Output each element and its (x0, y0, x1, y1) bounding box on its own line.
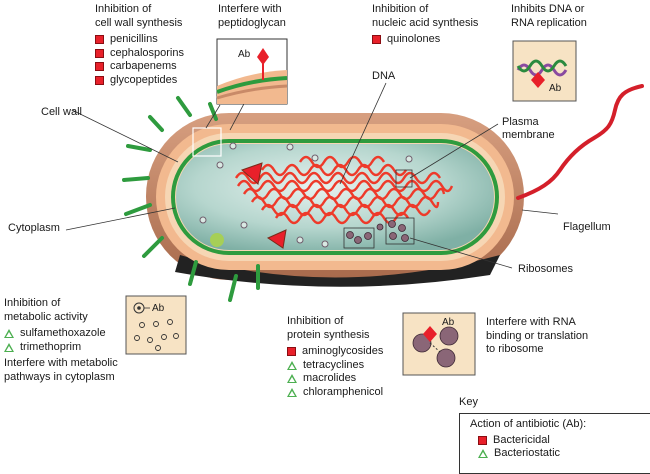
ribosome-box-1 (343, 227, 375, 249)
key-bacteriostatic-label: Bacteriostatic (494, 447, 561, 459)
inset-metabolic (125, 295, 187, 355)
cell-wall-synthesis-block: Inhibition of cell wall synthesis penici… (95, 3, 184, 87)
peptidoglycan-line-2: peptidoglycan (218, 16, 286, 29)
bactericidal-icon (95, 35, 104, 45)
bacteriostatic-icon (4, 329, 14, 339)
key-content: Action of antibiotic (Ab): Bactericidal … (470, 418, 586, 461)
drug-name: aminoglycosides (302, 345, 384, 357)
ribosome-box-2 (385, 217, 415, 245)
membrane-zoom-box (395, 169, 413, 188)
ab-label-peptidoglycan: Ab (238, 49, 251, 60)
rna-binding-block: Interfere with RNA binding or translatio… (486, 316, 588, 357)
drug-name: trimethoprim (20, 340, 82, 353)
metabolic-block: Inhibition of metabolic activity sulfame… (4, 297, 118, 384)
ab-label-dna: Ab (549, 83, 562, 94)
drug-name: carbapenems (110, 60, 177, 72)
drug-name: penicillins (110, 33, 158, 45)
leader-lines (65, 69, 559, 269)
drug-row: cephalosporins (95, 47, 184, 61)
inset-dna-replication (512, 40, 577, 102)
cell-wall-synthesis-title-2: cell wall synthesis (95, 16, 183, 29)
rna-binding-line-2: binding or translation (486, 329, 589, 342)
key-bactericidal-label: Bactericidal (493, 433, 550, 446)
bactericidal-icon (95, 48, 104, 58)
ribosomes-label: Ribosomes (518, 263, 574, 275)
dna-strand (234, 155, 454, 225)
flagellum-label: Flagellum (563, 221, 611, 233)
small-granules (199, 142, 413, 248)
metabolic-title-2: metabolic activity (4, 310, 88, 323)
peptidoglycan-block: Interfere with peptidoglycan (218, 3, 286, 30)
protein-synthesis-title-2: protein synthesis (287, 328, 370, 341)
metabolic-note-1: Interfere with metabolic (4, 357, 118, 369)
bactericidal-icon (95, 62, 104, 72)
key-title: Key (459, 396, 478, 408)
green-granule (210, 233, 224, 247)
inset-peptidoglycan (216, 38, 288, 105)
red-inclusion-1 (241, 162, 263, 185)
bacteriostatic-icon (287, 360, 297, 370)
ribosomes (346, 220, 409, 244)
drug-row: glycopeptides (95, 74, 184, 88)
key-heading: Action of antibiotic (Ab): (470, 418, 587, 430)
bactericidal-icon (478, 435, 487, 445)
protein-synthesis-title-1: Inhibition of (287, 315, 344, 327)
cell-wall-synthesis-title-1: Inhibition of (95, 3, 152, 15)
drug-name: quinolones (387, 33, 441, 45)
rna-binding-line-1: Interfere with RNA (486, 316, 576, 328)
plasma-label-line2: membrane (502, 129, 555, 141)
plasma-membrane (171, 139, 499, 255)
bactericidal-icon (95, 75, 104, 85)
key-box: Action of antibiotic (Ab): Bactericidal … (459, 413, 650, 474)
cell-wall-label: Cell wall (41, 106, 82, 118)
drug-row: tetracyclines (287, 359, 383, 373)
metabolic-title-1: Inhibition of (4, 297, 61, 309)
bacteriostatic-icon (287, 387, 297, 397)
drug-name: glycopeptides (110, 73, 178, 86)
protein-synthesis-block: Inhibition of protein synthesis aminogly… (287, 315, 383, 399)
drug-name: chloramphenicol (303, 385, 384, 398)
drug-name: macrolides (303, 372, 357, 384)
key-row-bacteriostatic: Bacteriostatic (470, 447, 586, 461)
bacteriostatic-icon (478, 449, 488, 459)
ab-label-ribosome: Ab (442, 317, 455, 328)
flagellum (516, 84, 644, 200)
cytoplasm-label: Cytoplasm (8, 222, 60, 234)
dna-label: DNA (372, 70, 396, 82)
nucleic-acid-block: Inhibition of nucleic acid synthesis qui… (372, 3, 478, 47)
bacteriostatic-icon (287, 374, 297, 384)
nucleic-acid-title-2: nucleic acid synthesis (372, 16, 479, 29)
red-inclusion-2 (266, 229, 287, 249)
dna-replication-line-2: RNA replication (511, 16, 587, 29)
drug-name: sulfamethoxazole (20, 327, 106, 339)
nucleic-acid-title-1: Inhibition of (372, 3, 429, 15)
peptidoglycan-line-1: Interfere with (218, 3, 282, 15)
inset-rna-binding (402, 312, 476, 376)
drug-row: penicillins (95, 33, 184, 47)
drug-row: quinolones (372, 33, 478, 47)
drug-row: trimethoprim (4, 341, 118, 355)
wall-zoom-box (192, 127, 222, 157)
drug-name: tetracyclines (303, 358, 365, 371)
dna-replication-block: Inhibits DNA or RNA replication (511, 3, 587, 30)
rna-binding-line-3: to ribosome (486, 343, 544, 355)
drug-row: macrolides (287, 372, 383, 386)
drug-row: chloramphenicol (287, 386, 383, 400)
drug-row: aminoglycosides (287, 345, 383, 359)
bacteriostatic-icon (4, 342, 14, 352)
bactericidal-icon (287, 347, 296, 357)
wall-proteins (122, 96, 260, 302)
ab-label-metabolic: Ab (152, 303, 165, 314)
plasma-label-line1: Plasma (502, 116, 539, 128)
drug-name: cephalosporins (110, 46, 184, 59)
metabolic-note-2: pathways in cytoplasm (4, 370, 115, 383)
dna-replication-line-1: Inhibits DNA or (511, 3, 585, 15)
key-row-bactericidal: Bactericidal (470, 434, 586, 448)
drug-row: sulfamethoxazole (4, 327, 118, 341)
bactericidal-icon (372, 35, 381, 45)
drug-row: carbapenems (95, 60, 184, 74)
